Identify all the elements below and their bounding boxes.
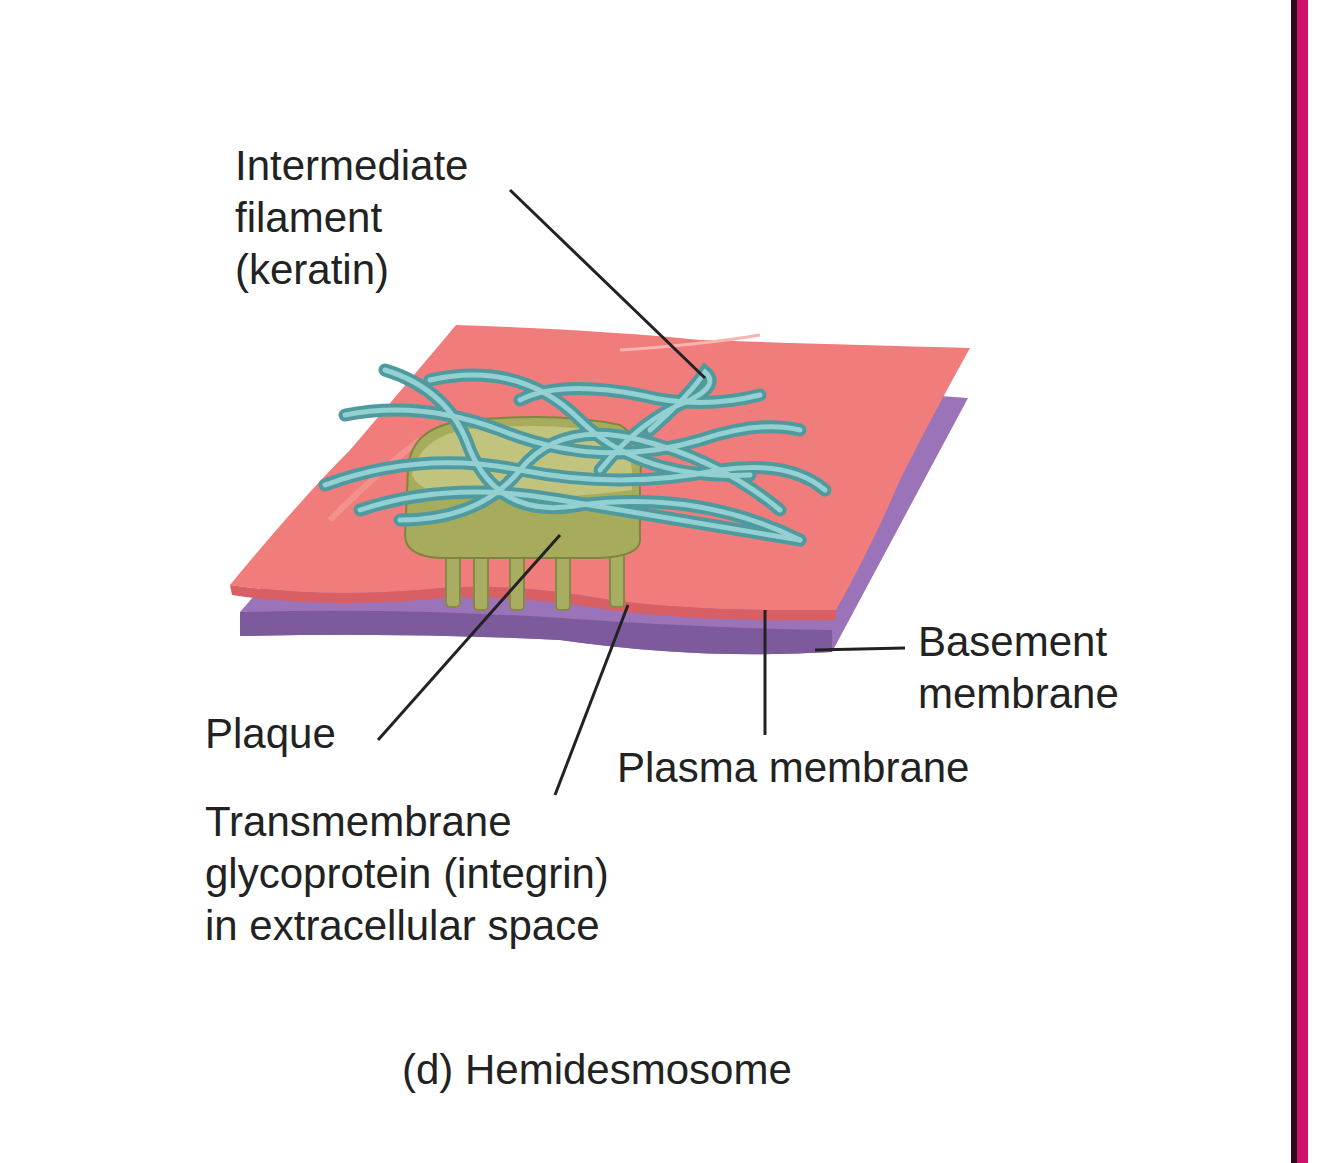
plasma-membrane-sheet <box>230 325 970 610</box>
plasma-membrane-edge <box>230 585 836 620</box>
part-label: Plaque <box>205 708 336 760</box>
part-label: Plasma membrane <box>617 742 969 794</box>
leader-lines <box>378 190 905 795</box>
part-label: Basement membrane <box>918 616 1178 720</box>
part-label: Transmembrane glycoprotein (integrin) in… <box>205 796 645 952</box>
membrane-highlight <box>620 335 760 350</box>
part-label: Intermediate filament (keratin) <box>235 140 525 296</box>
figure-caption: (d) Hemidesmosome <box>402 1044 792 1096</box>
frame-border <box>1297 0 1308 1163</box>
keratin-filaments <box>325 370 825 540</box>
